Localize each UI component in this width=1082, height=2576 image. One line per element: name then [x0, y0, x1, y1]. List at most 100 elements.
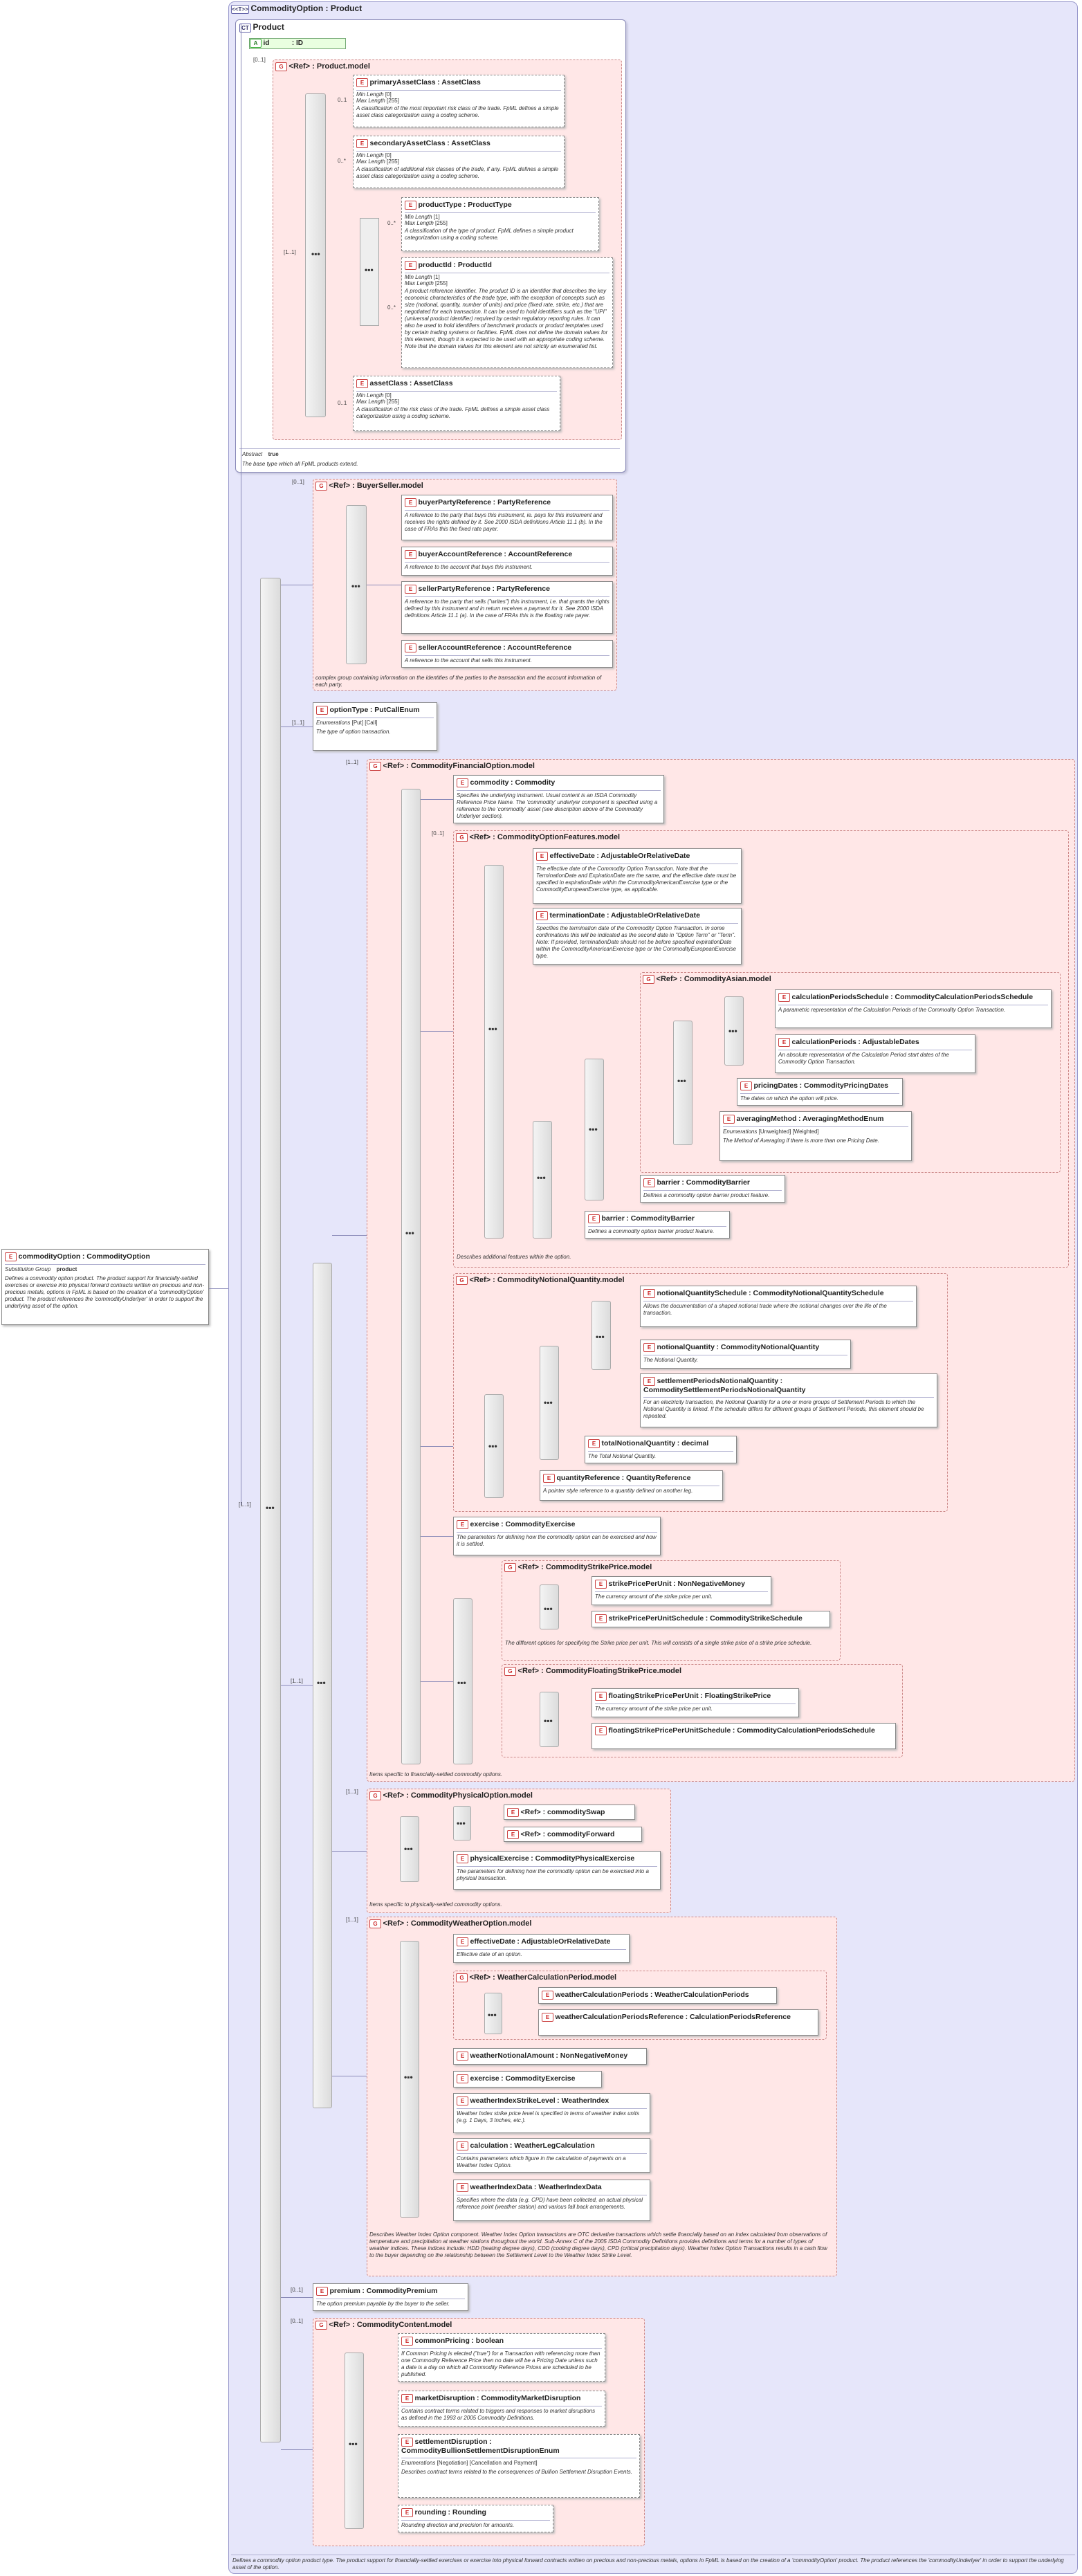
buyer-seller-doc: complex group containing information on … — [315, 675, 602, 688]
physical-exercise-element[interactable]: E physicalExercise : CommodityPhysicalEx… — [453, 1851, 661, 1890]
el-doc: A reference to the party that buys this … — [405, 512, 603, 532]
secondary-asset-class-element[interactable]: E secondaryAssetClass : AssetClass Min L… — [353, 136, 565, 188]
physical-seq-bar — [400, 1816, 419, 1882]
el-name: buyerPartyReference — [418, 498, 492, 506]
buyer-party-reference-element[interactable]: E buyerPartyReference : PartyReference A… — [401, 495, 613, 540]
product-model-title: <Ref> : Product.model — [288, 62, 370, 71]
mult-label: [0..1] — [291, 2287, 303, 2293]
weather-calculation-periods-element[interactable]: E weatherCalculationPeriods : WeatherCal… — [538, 1987, 777, 2004]
buyer-seller-header: G <Ref> : BuyerSeller.model — [315, 482, 423, 491]
commodity-swap-ref[interactable]: E <Ref> : commoditySwap — [504, 1805, 635, 1820]
weather-period-title: <Ref> : WeatherCalculationPeriod.model — [469, 1973, 617, 1982]
physical-option-header: G <Ref> : CommodityPhysicalOption.model — [369, 1791, 533, 1800]
el-name: averagingMethod — [736, 1115, 797, 1123]
weather-index-data-element[interactable]: E weatherIndexData : WeatherIndexData Sp… — [453, 2180, 650, 2221]
features-inner-bar — [585, 1059, 604, 1200]
calculation-periods-schedule-element[interactable]: E calculationPeriodsSchedule : Commodity… — [775, 989, 1052, 1028]
termination-date-element[interactable]: E terminationDate : AdjustableOrRelative… — [533, 908, 742, 965]
element-icon: E — [405, 550, 416, 559]
barrier-element-2[interactable]: E barrier : CommodityBarrier Defines a c… — [585, 1211, 730, 1239]
el-type: : PartyReference — [493, 498, 551, 506]
weather-exercise-element[interactable]: E exercise : CommodityExercise — [453, 2071, 602, 2088]
quantity-reference-element[interactable]: E quantityReference : QuantityReference … — [540, 1470, 723, 1501]
el-doc: Specifies the termination date of the Co… — [536, 925, 737, 959]
pricing-dates-element[interactable]: E pricingDates : CommodityPricingDates T… — [737, 1078, 903, 1106]
el-name: weatherCalculationPeriodsReference — [555, 2013, 684, 2021]
commodity-forward-ref[interactable]: E <Ref> : commodityForward — [504, 1827, 642, 1842]
floating-strike-price-schedule-element[interactable]: E floatingStrikePricePerUnitSchedule : C… — [592, 1723, 896, 1749]
el-type: : PutCallEnum — [369, 706, 420, 714]
el-name: quantityReference — [556, 1474, 621, 1482]
el-doc: The Notional Quantity. — [643, 1357, 699, 1363]
el-type: : CommodityExercise — [501, 1520, 576, 1528]
physical-doc: Items specific to physically-settled com… — [369, 1901, 502, 1908]
sequence-icon: •▪• — [404, 2072, 413, 2082]
el-name: weatherCalculationPeriods — [555, 1991, 649, 1999]
el-name: sellerAccountReference — [418, 643, 502, 652]
strike-price-per-unit-element[interactable]: E strikePricePerUnit : NonNegativeMoney … — [592, 1576, 771, 1605]
strike-price-per-unit-schedule-element[interactable]: E strikePricePerUnitSchedule : Commodity… — [592, 1611, 830, 1627]
asset-class-element[interactable]: E assetClass : AssetClass Min Length [0]… — [353, 376, 560, 431]
el-type: : CommodityBullionSettlementDisruptionEn… — [401, 2438, 560, 2455]
calculation-periods-element[interactable]: E calculationPeriods : AdjustableDates A… — [775, 1034, 975, 1073]
barrier-element[interactable]: E barrier : CommodityBarrier Defines a c… — [640, 1175, 785, 1203]
weather-calculation-periods-reference-element[interactable]: E weatherCalculationPeriodsReference : C… — [538, 2009, 818, 2036]
facet: Max Length — [356, 98, 385, 104]
el-type: : PartyReference — [492, 585, 550, 593]
enum-label: Enumerations — [401, 2460, 436, 2466]
enum-values: [Unweighted] [Weighted] — [758, 1129, 819, 1135]
weather-period-choice-bar — [484, 1993, 502, 2034]
weather-calculation-element[interactable]: E calculation : WeatherLegCalculation Co… — [453, 2138, 650, 2173]
element-icon: E — [643, 1178, 655, 1187]
el-name: rounding — [414, 2508, 447, 2516]
element-icon: E — [401, 2394, 413, 2403]
product-type-element[interactable]: E productType : ProductType Min Length [… — [401, 197, 599, 251]
option-type-element[interactable]: E optionType : PutCallEnum Enumerations … — [313, 702, 437, 751]
premium-element[interactable]: E premium : CommodityPremium The option … — [313, 2283, 468, 2311]
averaging-method-element[interactable]: E averagingMethod : AveragingMethodEnum … — [719, 1111, 912, 1161]
primary-asset-class-element[interactable]: E primaryAssetClass : AssetClass Min Len… — [353, 75, 565, 127]
commodity-element[interactable]: E commodity : Commodity Specifies the un… — [453, 775, 664, 823]
el-type: : boolean — [471, 2337, 504, 2345]
element-icon: E — [778, 993, 790, 1002]
buyer-seller-seq-bar — [346, 505, 367, 664]
exercise-element[interactable]: E exercise : CommodityExercise The param… — [453, 1517, 661, 1555]
features-choice-bar — [533, 1121, 552, 1239]
content-header: G <Ref> : CommodityContent.model — [315, 2321, 452, 2330]
element-icon: E — [588, 1439, 600, 1448]
common-pricing-element[interactable]: E commonPricing : boolean If Common Pric… — [398, 2333, 605, 2382]
floating-strike-price-per-unit-element[interactable]: E floatingStrikePricePerUnit : FloatingS… — [592, 1688, 799, 1717]
weather-notional-amount-element[interactable]: E weatherNotionalAmount : NonNegativeMon… — [453, 2048, 647, 2065]
product-id-element[interactable]: E productId : ProductId Min Length [1]Ma… — [401, 257, 613, 368]
element-icon: E — [457, 1520, 468, 1529]
market-disruption-element[interactable]: E marketDisruption : CommodityMarketDisr… — [398, 2391, 605, 2427]
id-attribute[interactable]: A id : ID — [249, 38, 346, 49]
element-icon: E — [405, 643, 416, 652]
weather-effective-date-element[interactable]: E effectiveDate : AdjustableOrRelativeDa… — [453, 1934, 630, 1963]
notional-quantity-element[interactable]: E notionalQuantity : CommodityNotionalQu… — [640, 1340, 851, 1369]
financial-option-header: G <Ref> : CommodityFinancialOption.model — [369, 762, 535, 771]
element-icon: E — [536, 852, 548, 861]
notional-quantity-schedule-element[interactable]: E notionalQuantitySchedule : CommodityNo… — [640, 1286, 917, 1327]
settlement-disruption-element[interactable]: E settlementDisruption : CommodityBullio… — [398, 2434, 640, 2498]
group-icon: G — [315, 482, 327, 491]
mult-label: [0..1] — [432, 830, 444, 837]
effective-date-element[interactable]: E effectiveDate : AdjustableOrRelativeDa… — [533, 848, 742, 904]
weather-index-strike-level-element[interactable]: E weatherIndexStrikeLevel : WeatherIndex… — [453, 2093, 650, 2133]
asian-header: G <Ref> : CommodityAsian.model — [643, 975, 771, 984]
settlement-periods-notional-element[interactable]: E settlementPeriodsNotionalQuantity : Co… — [640, 1373, 937, 1427]
buyer-account-reference-element[interactable]: E buyerAccountReference : AccountReferen… — [401, 547, 613, 576]
physical-choice-bar — [453, 1806, 471, 1840]
divider — [239, 448, 620, 449]
strike-seq-bar — [540, 1584, 559, 1629]
el-name: <Ref> : commodityForward — [520, 1830, 615, 1838]
seller-party-reference-element[interactable]: E sellerPartyReference : PartyReference … — [401, 581, 613, 634]
base-doc: The base type which all FpML products ex… — [242, 461, 358, 467]
total-notional-quantity-element[interactable]: E totalNotionalQuantity : decimal The To… — [585, 1436, 737, 1463]
features-seq-bar — [484, 865, 504, 1239]
rounding-element[interactable]: E rounding : Rounding Rounding direction… — [398, 2505, 553, 2532]
seller-account-reference-element[interactable]: E sellerAccountReference : AccountRefere… — [401, 640, 613, 668]
el-doc: Specifies where the data (e.g. CPD) have… — [457, 2197, 643, 2210]
root-type-title: CommodityOption : Product — [250, 3, 363, 13]
commodity-option-element[interactable]: E commodityOption : CommodityOption Subs… — [1, 1249, 209, 1325]
